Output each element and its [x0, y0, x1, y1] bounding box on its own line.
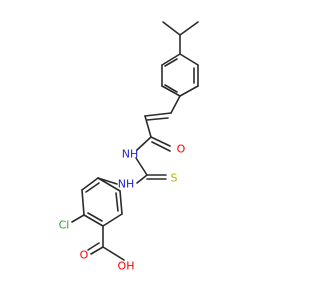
- bond: [161, 53, 181, 66]
- oxygen-label: O: [80, 249, 89, 262]
- double-bond: [87, 212, 103, 222]
- hydroxyl-label: OH: [118, 260, 135, 273]
- double-bond: [87, 242, 100, 251]
- bond: [81, 177, 99, 191]
- double-bond: [164, 84, 178, 93]
- bond: [71, 214, 85, 223]
- thiourea-group: [135, 157, 167, 184]
- oxygen-label: O: [177, 143, 186, 156]
- bond: [83, 214, 104, 227]
- double-bond: [146, 117, 169, 121]
- benzene-ring-bottom: [81, 177, 123, 227]
- chlorine-label: Cl: [59, 219, 70, 232]
- bond: [144, 112, 172, 117]
- bond: [102, 213, 123, 227]
- alkene-chain: [136, 95, 181, 152]
- bond: [150, 136, 171, 147]
- double-bond: [115, 192, 119, 212]
- bond: [179, 53, 199, 66]
- isopropyl-group: [162, 21, 199, 55]
- bond: [90, 246, 104, 255]
- bond: [136, 136, 152, 151]
- bond: [179, 21, 199, 36]
- nitrogen-label: NH: [122, 148, 139, 161]
- bond: [136, 174, 148, 184]
- double-bond: [85, 182, 100, 193]
- bond: [144, 115, 152, 138]
- bond: [81, 189, 85, 216]
- bond: [102, 246, 125, 261]
- nitrogen-label: NH: [118, 178, 135, 191]
- bond: [161, 85, 181, 97]
- bond: [119, 190, 123, 215]
- chemical-structure: O NH S NH Cl O OH: [59, 21, 199, 273]
- bond: [135, 157, 148, 176]
- benzene-ring-top: [161, 53, 199, 97]
- bond: [97, 177, 121, 192]
- double-bond: [164, 58, 178, 67]
- double-bond: [151, 141, 171, 152]
- bond: [179, 85, 199, 97]
- substituents: [71, 214, 125, 261]
- sulfur-label: S: [171, 172, 178, 185]
- bond: [170, 95, 181, 114]
- bond: [162, 21, 181, 36]
